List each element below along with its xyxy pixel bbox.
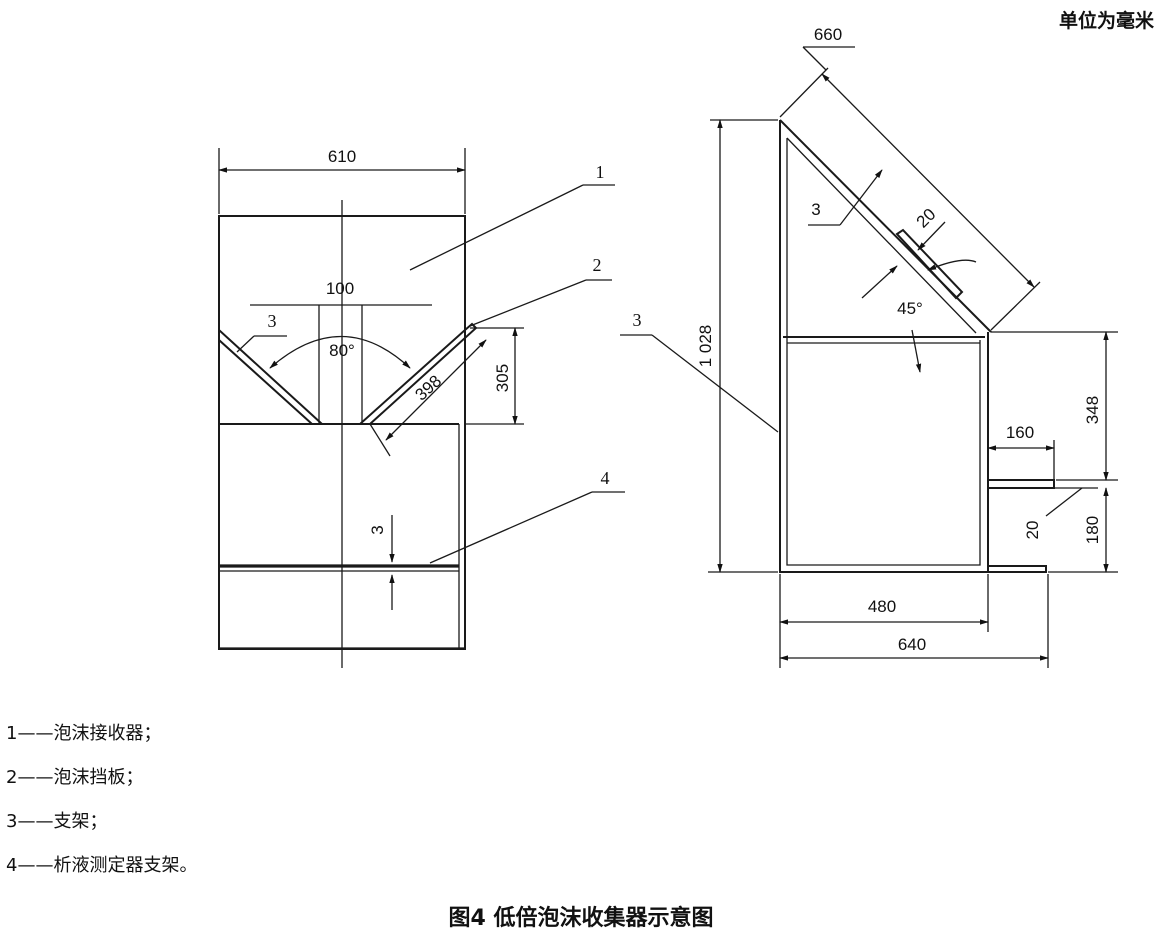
left-view: 610 100 80° 398 305 3 1 2 3 4 [218,147,625,668]
angle-80-text: 80° [329,341,355,360]
dim-20-text: 20 [913,205,940,232]
right-inner-body [786,138,981,566]
dim-480-text: 480 [868,597,896,616]
dim-3-text: 3 [368,525,387,534]
dim-100-text: 100 [326,279,354,298]
slope-outer [779,119,992,333]
dim-660-ext-bottom [990,281,1041,331]
right-outer-body [779,120,989,573]
dim-610-text: 610 [328,147,356,166]
angle-45-text: 45° [897,299,923,318]
legend-item: 1——泡沫接收器； [6,723,162,744]
legend-item: 3——支架； [6,811,108,832]
legend-item: 2——泡沫挡板； [6,767,144,788]
legend-item: 4——析液测定器支架。 [6,855,198,876]
label-r3: 3 [633,310,642,330]
slope-plate [895,228,964,300]
dim-640-text: 640 [898,635,926,654]
angle-45-arc-top [927,259,977,271]
dim-398-ext [369,423,391,457]
dim-160-text: 160 [1006,423,1034,442]
dim-348-text: 348 [1083,396,1102,424]
right-view: 660 1 028 3 20 45° 348 180 20 160 [620,25,1118,668]
dim-3r-arrow [839,169,883,226]
dim-660-text: 660 [814,25,842,44]
dim-3r-text: 3 [811,200,820,219]
dim-660-line [821,73,1035,288]
dim-20-arrow-b [917,221,946,251]
left-baffle [218,327,325,425]
dim-305-text: 305 [493,364,512,392]
leader-2 [469,279,587,327]
label-2: 2 [593,255,602,275]
label-4: 4 [601,468,610,488]
base-extension [988,565,1047,573]
legend: 1——泡沫接收器； 2——泡沫挡板； 3——支架； 4——析液测定器支架。 [6,712,197,888]
dim-20l-leader [1045,487,1083,517]
leader-1 [409,184,584,271]
dim-20l-text: 20 [1023,521,1042,540]
figure-caption: 图4 低倍泡沫收集器示意图 [448,906,714,931]
leader-3-diag [236,335,255,353]
slope-inner [786,137,977,334]
dim-1028-text: 1 028 [696,325,715,368]
dim-180-text: 180 [1083,516,1102,544]
angle-45-arrow [911,329,922,373]
ledge [987,479,1055,489]
right-baffle [357,322,478,425]
dim-660-leader [802,46,827,71]
dim-20-arrow-a [861,265,898,299]
leader-r3 [651,334,779,433]
dim-398-text: 398 [411,371,445,404]
dim-660-ext-top [779,67,829,118]
label-1: 1 [596,162,605,182]
leader-4 [429,491,593,564]
label-3: 3 [268,311,277,331]
unit-note: 单位为毫米 [1058,10,1154,32]
dim-398-line [385,339,487,441]
